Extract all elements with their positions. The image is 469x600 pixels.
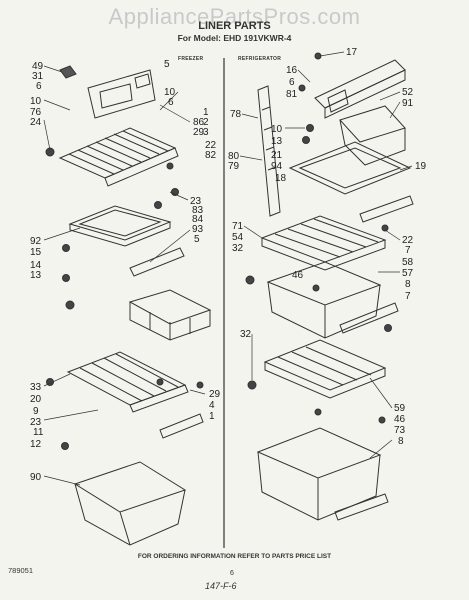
freezer-wire-shelf-upper <box>58 127 179 187</box>
part-label: 59 <box>394 403 406 414</box>
part-label: 54 <box>232 232 244 243</box>
crisper-cover-lower <box>263 339 387 399</box>
part-label: 24 <box>30 117 42 128</box>
part-label: 1 <box>209 411 215 422</box>
part-label: 82 <box>205 150 217 161</box>
part-label: 23 <box>190 196 202 207</box>
part-label: 17 <box>346 47 358 58</box>
part-label: 29 <box>209 389 221 400</box>
part-label: 8 <box>405 279 411 290</box>
refrigerator-control-housing <box>314 59 406 119</box>
part-label: 13 <box>271 136 283 147</box>
model-line: For Model: EHD 191VKWR-4 <box>177 33 292 43</box>
part-label: 73 <box>394 425 406 436</box>
part-label: 79 <box>228 161 240 172</box>
part-label: 2 <box>203 117 209 128</box>
diagram-title: LINER PARTS <box>198 20 271 32</box>
freezer-wire-shelf-lower <box>66 351 204 439</box>
part-label: 52 <box>402 87 414 98</box>
part-label: 49 <box>32 61 44 72</box>
ordering-note: FOR ORDERING INFORMATION REFER TO PARTS … <box>137 553 332 560</box>
part-label: 86 <box>193 117 205 128</box>
part-label: 4 <box>209 400 215 411</box>
refrigerator-hardware <box>245 52 392 424</box>
part-label: 81 <box>286 89 298 100</box>
section-label-freezer: FREEZER <box>178 56 204 62</box>
part-label: 6 <box>168 97 174 108</box>
part-label: 6 <box>36 81 42 92</box>
part-label: 22 <box>205 140 217 151</box>
freezer-control-panel <box>59 65 156 119</box>
part-label: 15 <box>30 247 42 258</box>
part-label: 18 <box>275 173 287 184</box>
part-label: 8 <box>398 436 404 447</box>
part-label: 6 <box>289 77 295 88</box>
part-label: 5 <box>194 234 200 245</box>
refrigerator-shelf-rail <box>257 85 281 217</box>
part-label: 7 <box>405 291 411 302</box>
part-label: 57 <box>402 268 414 279</box>
part-label: 1 <box>203 107 209 118</box>
part-label: 22 <box>402 235 414 246</box>
crisper-cover-shelf <box>260 215 387 271</box>
part-label: 10 <box>271 124 283 135</box>
section-label-refrigerator: REFRIGERATOR <box>238 56 282 62</box>
part-label: 46 <box>394 414 406 425</box>
freezer-basket <box>73 461 187 546</box>
part-label: 19 <box>415 161 427 172</box>
part-label: 23 <box>30 417 42 428</box>
handwritten-note: 147-F-6 <box>205 581 237 591</box>
part-label: 11 <box>33 427 44 438</box>
reference-number: 789051 <box>8 566 34 575</box>
freezer-leader-lines <box>43 65 206 486</box>
part-label: 29 <box>193 127 205 138</box>
part-label: 7 <box>405 245 411 256</box>
part-label: 80 <box>228 151 240 162</box>
part-label: 21 <box>271 150 283 161</box>
part-label: 31 <box>32 71 44 82</box>
part-label: 94 <box>271 161 283 172</box>
page-number: 6 <box>230 570 234 577</box>
freezer-hardware <box>45 147 204 450</box>
ice-cube-tray <box>128 289 212 341</box>
deli-drawer <box>339 105 406 166</box>
part-label: 83 <box>192 205 204 216</box>
part-label: 14 <box>30 260 42 271</box>
freezer-ice-bin <box>68 205 185 277</box>
part-label: 78 <box>230 109 242 120</box>
part-label: 5 <box>164 59 170 70</box>
crisper-drawer-lower <box>256 427 389 521</box>
part-label: 10 <box>164 87 176 98</box>
part-label: 20 <box>30 394 42 405</box>
part-label: 32 <box>232 243 244 254</box>
crisper-drawer-upper <box>266 261 399 339</box>
part-label: 84 <box>192 214 204 225</box>
part-label: 46 <box>292 270 304 281</box>
part-label: 33 <box>30 382 42 393</box>
part-label: 3 <box>203 127 209 138</box>
part-label: 58 <box>402 257 414 268</box>
part-label: 10 <box>30 96 42 107</box>
part-label: 32 <box>240 329 252 340</box>
part-label: 9 <box>33 406 39 417</box>
part-label: 71 <box>232 221 244 232</box>
part-label: 91 <box>402 98 414 109</box>
part-label: 90 <box>30 472 42 483</box>
refrigerator-leader-lines <box>239 51 413 459</box>
part-label: 92 <box>30 236 42 247</box>
glass-shelf <box>288 141 414 223</box>
part-label: 12 <box>30 439 42 450</box>
watermark: AppliancePartsPros.com <box>108 4 361 29</box>
part-label: 93 <box>192 224 204 235</box>
part-label: 76 <box>30 107 42 118</box>
part-label: 16 <box>286 65 298 76</box>
part-label: 13 <box>30 270 42 281</box>
